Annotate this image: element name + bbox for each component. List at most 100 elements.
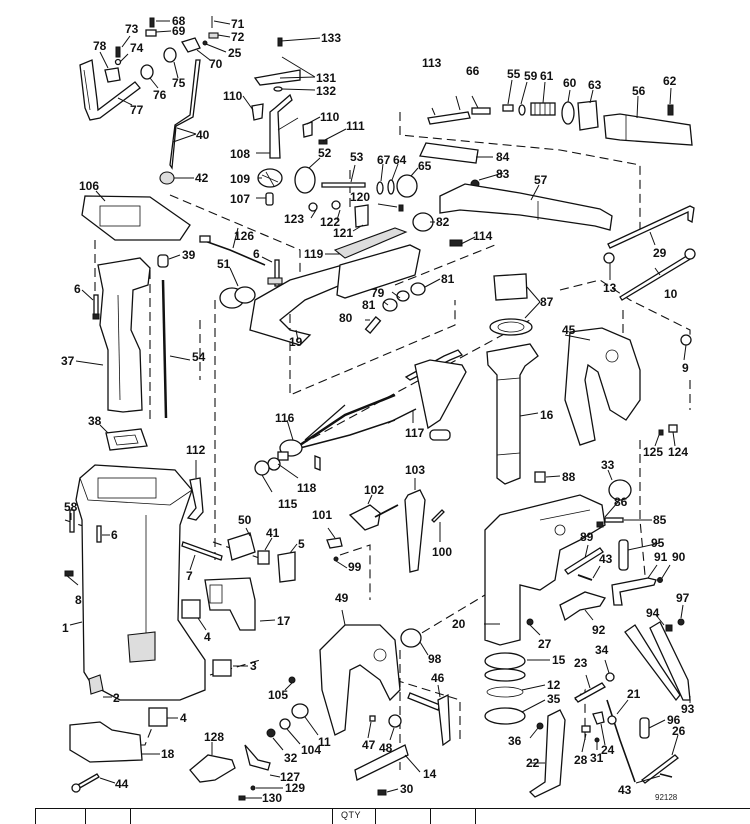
callout-73: 73 [125,22,139,36]
callout-88: 88 [562,470,576,484]
callout-82: 82 [436,215,450,229]
callout-103: 103 [405,463,425,477]
callout-1: 1 [62,621,69,635]
callout-85: 85 [653,513,667,527]
callout-86: 86 [614,495,628,509]
callout-46: 46 [431,671,445,685]
table-column-divider [430,809,431,824]
callout-29: 29 [653,246,667,260]
callout-68: 68 [172,14,186,28]
callout-64: 64 [393,153,407,167]
callout-31: 31 [590,751,604,765]
callout-43-upper: 43 [599,552,613,566]
callout-57: 57 [534,173,548,187]
table-column-divider: QTY [332,809,361,824]
table-column-divider [35,809,36,824]
callout-27: 27 [538,637,552,651]
callout-115: 115 [278,497,298,511]
callout-129: 129 [285,781,305,795]
callout-41: 41 [266,526,280,540]
callout-34: 34 [595,643,609,657]
callout-78: 78 [93,39,107,53]
callout-109: 109 [230,172,250,186]
callout-23: 23 [574,656,588,670]
callout-65: 65 [418,159,432,173]
callout-122: 122 [320,215,340,229]
callout-87: 87 [540,295,554,309]
callout-108: 108 [230,147,250,161]
callout-13: 13 [603,281,617,295]
callout-126: 126 [234,229,254,243]
table-column-divider [130,809,131,824]
callout-93: 93 [681,702,695,716]
callout-81-upper: 81 [441,272,455,286]
callout-8: 8 [75,593,82,607]
callout-76: 76 [153,88,167,102]
callout-20: 20 [452,617,466,631]
callout-100: 100 [432,545,452,559]
callout-28: 28 [574,753,588,767]
callout-17: 17 [277,614,291,628]
callout-45: 45 [562,323,576,337]
callout-26: 26 [672,724,686,738]
callout-130: 130 [262,791,282,805]
callout-62: 62 [663,74,677,88]
callout-54: 54 [192,350,206,364]
callout-83: 83 [496,167,510,181]
callout-47: 47 [362,738,376,752]
callout-labels: 68 69 71 72 73 74 78 25 70 75 76 77 40 4… [61,14,695,805]
callout-36: 36 [508,734,522,748]
wiring-harness-assembly [254,349,467,476]
leader-lines [65,20,691,799]
callout-22: 22 [526,756,540,770]
callout-35: 35 [547,692,561,706]
callout-44: 44 [115,777,129,791]
callout-53: 53 [350,150,364,164]
callout-61: 61 [540,69,554,83]
callout-110: 110 [320,110,340,124]
callout-107: 107 [230,192,250,206]
callout-11: 11 [318,735,331,749]
callout-12: 12 [547,678,561,692]
callout-128: 128 [204,730,224,744]
callout-79: 79 [371,286,385,300]
steering-bracket-assembly [199,200,463,346]
callout-101: 101 [312,508,332,522]
callout-55: 55 [507,67,521,81]
callout-6-left: 6 [74,282,81,296]
callout-77: 77 [130,103,144,117]
callout-59: 59 [524,69,538,83]
exhaust-tube-assembly [81,195,191,451]
callout-3: 3 [250,659,257,673]
callout-104: 104 [301,743,321,757]
driveshaft-housing [64,464,296,793]
callout-49: 49 [335,591,349,605]
reverse-lock-assembly [326,471,691,702]
callout-5: 5 [298,537,305,551]
callout-112: 112 [186,443,206,457]
callout-25: 25 [228,46,242,60]
callout-6-upper: 6 [253,247,260,261]
callout-38: 38 [88,414,102,428]
table-column-divider [475,809,476,824]
callout-39: 39 [182,248,196,262]
callout-99: 99 [348,560,362,574]
callout-15: 15 [552,653,566,667]
callout-114: 114 [473,229,493,243]
callout-90: 90 [672,550,686,564]
callout-58: 58 [64,500,78,514]
callout-71: 71 [231,17,245,31]
callout-32: 32 [284,751,298,765]
callout-48: 48 [379,741,393,755]
callout-7: 7 [186,569,193,583]
callout-43-lower: 43 [618,783,632,797]
callout-2: 2 [113,691,120,705]
callout-91: 91 [654,550,668,564]
callout-50: 50 [238,513,252,527]
callout-84: 84 [496,150,510,164]
callout-119: 119 [304,247,324,261]
callout-60: 60 [563,76,577,90]
callout-97: 97 [676,591,690,605]
callout-74: 74 [130,41,144,55]
